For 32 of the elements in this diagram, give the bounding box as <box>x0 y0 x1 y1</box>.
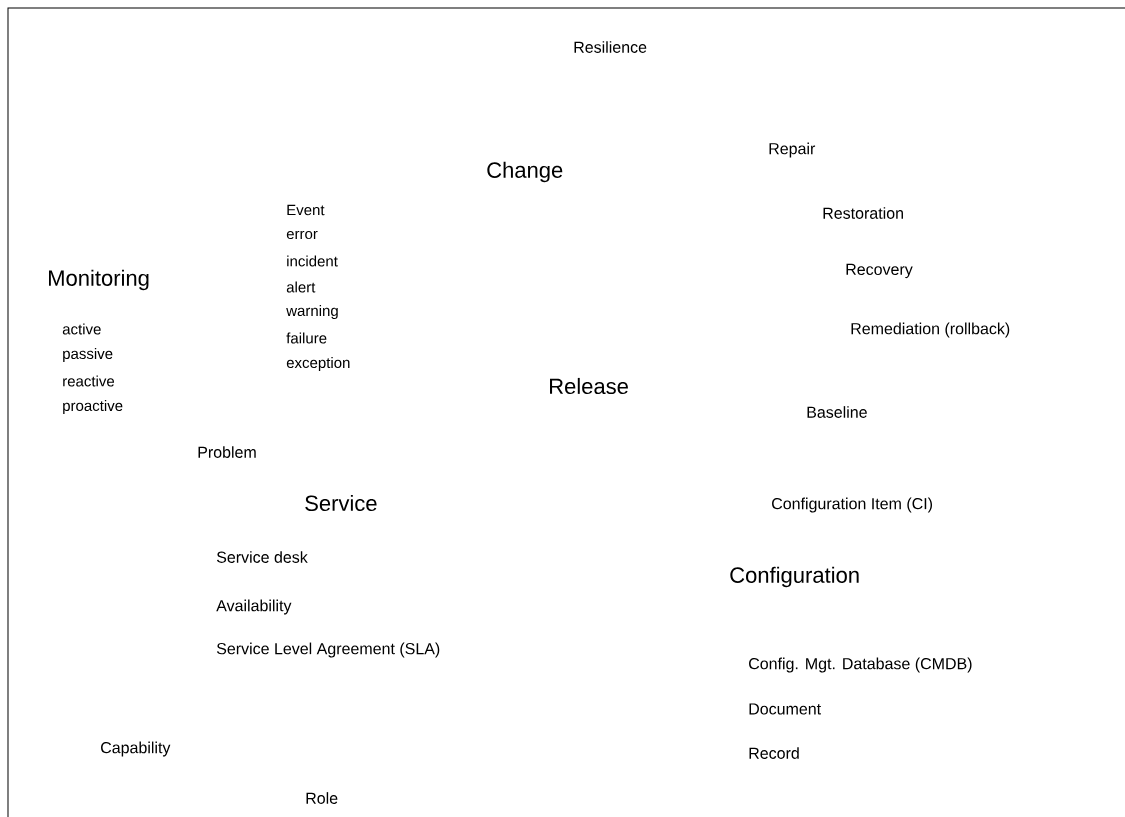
term: Baseline <box>807 406 867 418</box>
term: Problem <box>198 446 256 458</box>
large-term: Configuration <box>730 566 859 588</box>
term: Service desk <box>216 551 308 563</box>
list-item: passive <box>63 348 113 362</box>
list-item: active <box>62 323 101 335</box>
list-item: failure <box>286 332 327 344</box>
term: Service Level Agreement (SLA) <box>216 642 440 658</box>
term: Config. Mgt. Database (CMDB) <box>749 657 972 673</box>
list-item: reactive <box>63 375 115 387</box>
large-term: Change <box>487 161 563 183</box>
large-term: Service <box>305 494 377 512</box>
term: Restoration <box>823 207 903 219</box>
term: Record <box>749 747 799 759</box>
term: Availability <box>216 599 292 615</box>
list-item: alert <box>286 281 316 293</box>
term: Resilience <box>574 41 647 53</box>
large-term: Monitoring <box>49 269 149 291</box>
list-item: exception <box>286 357 350 371</box>
term: Repair <box>769 142 816 158</box>
term: Document <box>749 703 821 715</box>
list-item: error <box>286 230 318 240</box>
list-item: Event <box>287 204 325 216</box>
list-item: warning <box>286 305 338 319</box>
term: Role <box>306 792 338 804</box>
large-term: Release <box>550 377 628 395</box>
list-item: incident <box>287 255 338 267</box>
term: Capability <box>101 741 171 757</box>
list-item: proactive <box>63 400 123 414</box>
term: Remediation (rollback) <box>851 322 1010 338</box>
term: Recovery <box>846 263 913 279</box>
term: Configuration Item (CI) <box>772 497 932 513</box>
